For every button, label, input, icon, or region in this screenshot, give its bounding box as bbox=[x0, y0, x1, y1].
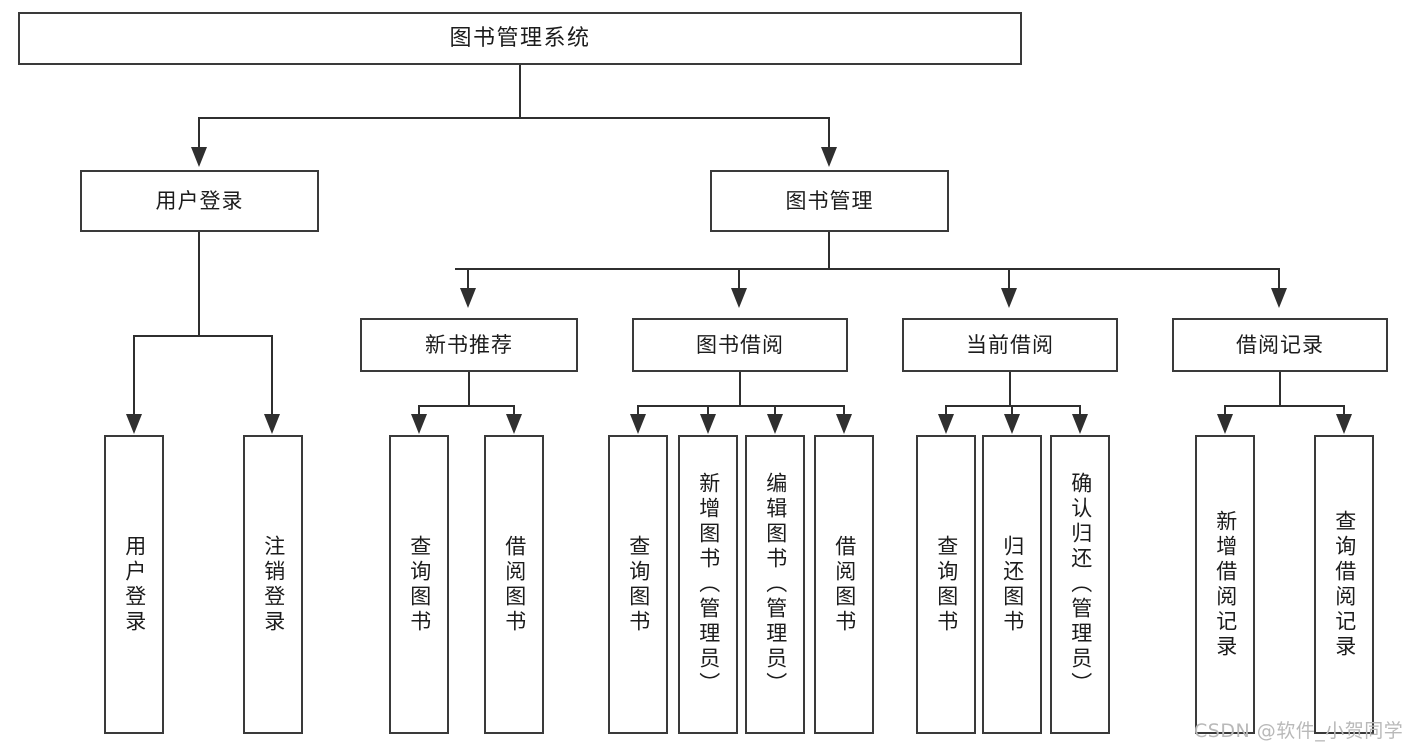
node-label: 编辑图书（管理员） bbox=[763, 472, 788, 697]
node-label: 图书管理系统 bbox=[449, 25, 591, 51]
node-leaf-return-book[interactable]: 归还图书 bbox=[982, 435, 1042, 734]
connector-root-to-user-login bbox=[198, 117, 200, 147]
arrow-to-leaf-edit-book-admin bbox=[767, 414, 783, 434]
node-leaf-confirm-return-admin[interactable]: 确认归还（管理员） bbox=[1050, 435, 1110, 734]
connector-user-login-to-leaf-1 bbox=[133, 335, 135, 417]
node-label: 借阅图书 bbox=[502, 534, 527, 635]
arrow-to-leaf-logout-login bbox=[264, 414, 280, 434]
connector-root-bus bbox=[198, 117, 830, 119]
connector-book-borrow-trunk bbox=[739, 372, 741, 406]
node-borrow-record[interactable]: 借阅记录 bbox=[1172, 318, 1388, 372]
arrow-to-book-management bbox=[821, 147, 837, 167]
node-current-borrow[interactable]: 当前借阅 bbox=[902, 318, 1118, 372]
connector-borrow-record-trunk bbox=[1279, 372, 1281, 406]
node-leaf-add-book-admin[interactable]: 新增图书（管理员） bbox=[678, 435, 738, 734]
connector-borrow-record-bus bbox=[1224, 405, 1345, 407]
arrow-to-leaf-query-book-2 bbox=[630, 414, 646, 434]
node-label: 查询图书 bbox=[934, 534, 959, 635]
arrow-to-new-book-recommend bbox=[460, 288, 476, 308]
node-label: 图书管理 bbox=[785, 188, 874, 213]
node-label: 新书推荐 bbox=[425, 332, 513, 357]
node-label: 当前借阅 bbox=[966, 332, 1054, 357]
node-label: 用户登录 bbox=[122, 534, 147, 635]
connector-book-borrow-to-leaf-1 bbox=[637, 405, 639, 416]
arrow-to-leaf-confirm-return-admin bbox=[1072, 414, 1088, 434]
connector-borrow-record-to-leaf-1 bbox=[1224, 405, 1226, 416]
connector-book-borrow-bus bbox=[637, 405, 845, 407]
connector-current-borrow-to-leaf-2 bbox=[1011, 405, 1013, 416]
arrow-to-book-borrow bbox=[731, 288, 747, 308]
node-book-management[interactable]: 图书管理 bbox=[710, 170, 949, 232]
node-book-borrow[interactable]: 图书借阅 bbox=[632, 318, 848, 372]
arrow-to-borrow-record bbox=[1271, 288, 1287, 308]
connector-user-login-trunk bbox=[198, 232, 200, 336]
node-leaf-query-book-1[interactable]: 查询图书 bbox=[389, 435, 449, 734]
connector-book-management-trunk bbox=[828, 232, 830, 269]
arrow-to-leaf-user-login bbox=[126, 414, 142, 434]
connector-to-borrow-record bbox=[1278, 268, 1280, 289]
connector-user-login-to-leaf-2 bbox=[271, 335, 273, 417]
arrow-to-user-login bbox=[191, 147, 207, 167]
node-label: 注销登录 bbox=[261, 534, 286, 635]
node-label: 用户登录 bbox=[155, 188, 244, 213]
node-leaf-query-borrow-record[interactable]: 查询借阅记录 bbox=[1314, 435, 1374, 734]
node-new-book-recommend[interactable]: 新书推荐 bbox=[360, 318, 578, 372]
node-label: 新增借阅记录 bbox=[1213, 509, 1238, 660]
arrow-to-leaf-query-book-3 bbox=[938, 414, 954, 434]
node-label: 图书借阅 bbox=[696, 332, 784, 357]
arrow-to-current-borrow bbox=[1001, 288, 1017, 308]
connector-to-current-borrow bbox=[1008, 268, 1010, 289]
node-label: 归还图书 bbox=[1000, 534, 1025, 635]
connector-book-borrow-to-leaf-2 bbox=[707, 405, 709, 416]
connector-current-borrow-bus bbox=[945, 405, 1081, 407]
arrow-to-leaf-query-borrow-record bbox=[1336, 414, 1352, 434]
node-root-book-management-system[interactable]: 图书管理系统 bbox=[18, 12, 1022, 65]
connector-user-login-bus bbox=[133, 335, 273, 337]
connector-new-book-trunk bbox=[468, 372, 470, 406]
node-label: 借阅图书 bbox=[832, 534, 857, 635]
node-label: 借阅记录 bbox=[1236, 332, 1324, 357]
node-user-login[interactable]: 用户登录 bbox=[80, 170, 319, 232]
connector-new-book-bus bbox=[418, 405, 515, 407]
arrow-to-leaf-query-book-1 bbox=[411, 414, 427, 434]
arrow-to-leaf-borrow-book-1 bbox=[506, 414, 522, 434]
node-leaf-logout-login[interactable]: 注销登录 bbox=[243, 435, 303, 734]
connector-current-borrow-to-leaf-1 bbox=[945, 405, 947, 416]
connector-to-book-borrow bbox=[738, 268, 740, 289]
connector-book-borrow-to-leaf-3 bbox=[774, 405, 776, 416]
node-leaf-borrow-book-2[interactable]: 借阅图书 bbox=[814, 435, 874, 734]
node-leaf-add-borrow-record[interactable]: 新增借阅记录 bbox=[1195, 435, 1255, 734]
connector-new-book-to-leaf-2 bbox=[513, 405, 515, 416]
node-label: 查询图书 bbox=[407, 534, 432, 635]
connector-root-to-book-management bbox=[828, 117, 830, 147]
arrow-to-leaf-add-book-admin bbox=[700, 414, 716, 434]
node-leaf-query-book-3[interactable]: 查询图书 bbox=[916, 435, 976, 734]
node-leaf-query-book-2[interactable]: 查询图书 bbox=[608, 435, 668, 734]
connector-current-borrow-trunk bbox=[1009, 372, 1011, 406]
node-label: 确认归还（管理员） bbox=[1068, 472, 1093, 697]
connector-borrow-record-to-leaf-2 bbox=[1343, 405, 1345, 416]
arrow-to-leaf-add-borrow-record bbox=[1217, 414, 1233, 434]
node-label: 新增图书（管理员） bbox=[696, 472, 721, 697]
node-leaf-borrow-book-1[interactable]: 借阅图书 bbox=[484, 435, 544, 734]
connector-root-trunk bbox=[519, 65, 521, 118]
node-leaf-user-login[interactable]: 用户登录 bbox=[104, 435, 164, 734]
connector-new-book-to-leaf-1 bbox=[418, 405, 420, 416]
connector-book-management-bus bbox=[455, 268, 1280, 270]
connector-to-new-book-recommend bbox=[467, 268, 469, 289]
connector-book-borrow-to-leaf-4 bbox=[843, 405, 845, 416]
arrow-to-leaf-return-book bbox=[1004, 414, 1020, 434]
arrow-to-leaf-borrow-book-2 bbox=[836, 414, 852, 434]
node-label: 查询借阅记录 bbox=[1332, 509, 1357, 660]
connector-current-borrow-to-leaf-3 bbox=[1079, 405, 1081, 416]
node-leaf-edit-book-admin[interactable]: 编辑图书（管理员） bbox=[745, 435, 805, 734]
node-label: 查询图书 bbox=[626, 534, 651, 635]
